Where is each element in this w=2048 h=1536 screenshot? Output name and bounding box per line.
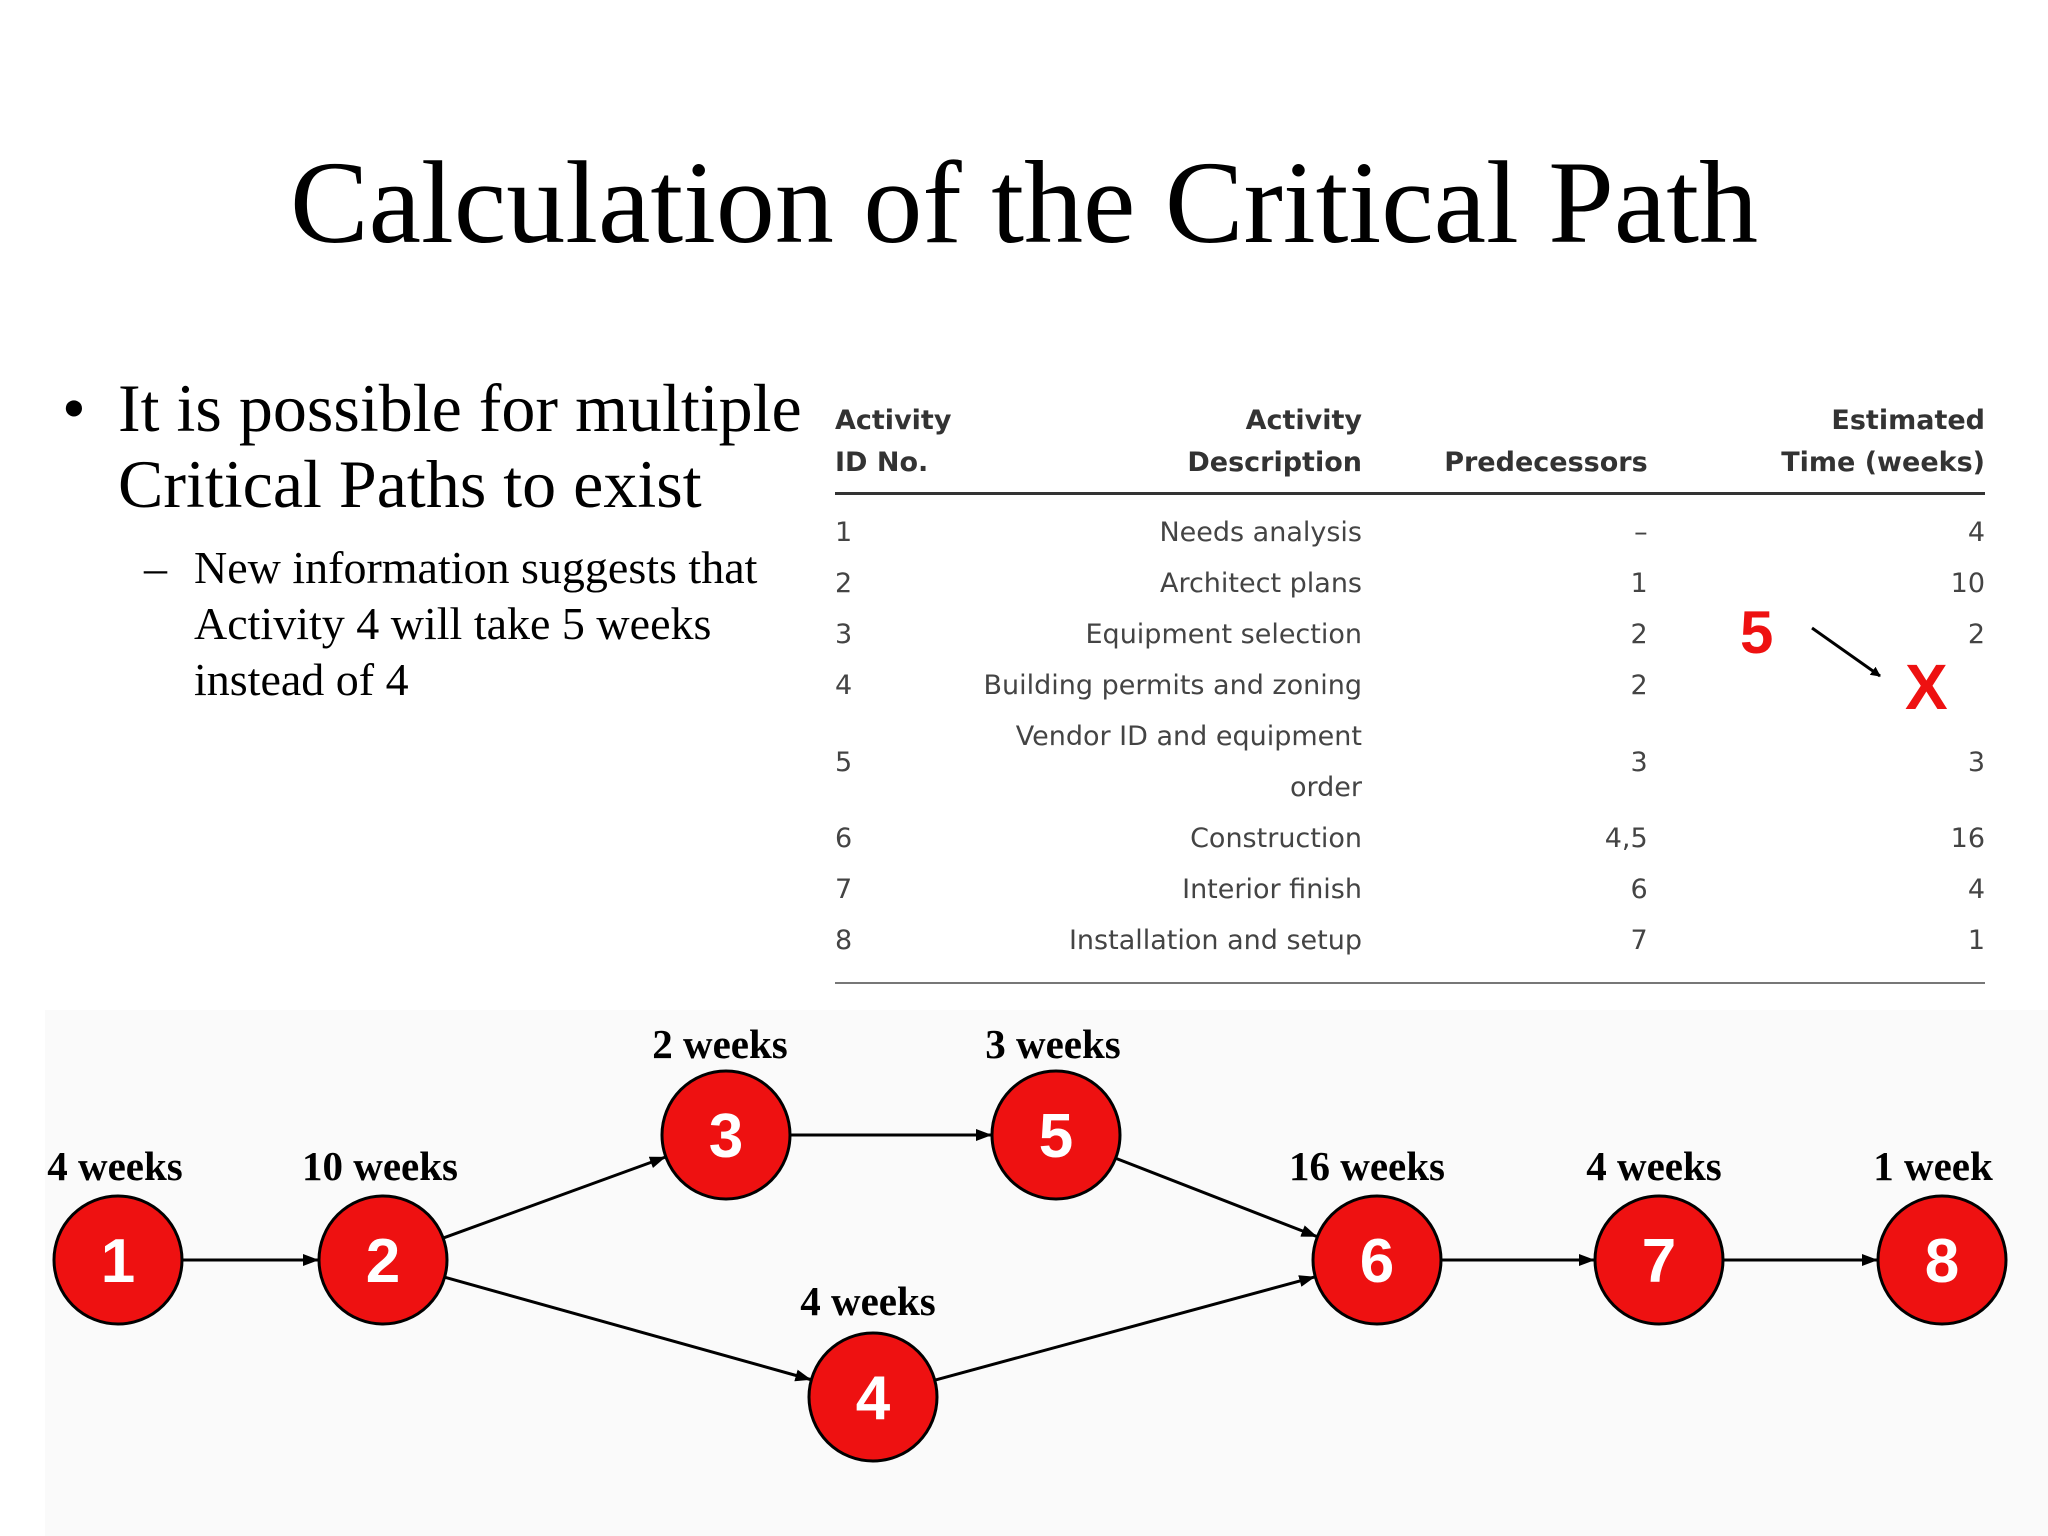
activity-node-label: 5 (1039, 1102, 1073, 1171)
sub-bullet-text: New information suggests that Activity 4… (194, 542, 758, 705)
edge-2-to-3 (442, 1155, 666, 1240)
cell-description: Equipment selection (1085, 619, 1363, 650)
cell-predecessors: 2 (1630, 619, 1648, 650)
header-estimated-time: Estimated Time (weeks) (1781, 405, 1985, 478)
sub-bullet-item: – New information suggests that Activity… (144, 540, 842, 708)
activity-node-1 (52, 1194, 184, 1326)
table-row: 8 Installation and setup 7 1 (835, 915, 1985, 983)
cell-id: 3 (835, 619, 853, 650)
bullet-text: It is possible for multiple Critical Pat… (118, 370, 802, 522)
cell-id: 2 (835, 568, 853, 599)
bullet-block: • It is possible for multiple Critical P… (62, 370, 842, 708)
header-id: Activity ID No. (835, 405, 952, 478)
activity-node-label: 3 (709, 1102, 743, 1171)
bullet-dot: • (62, 370, 86, 446)
cell-time: 2 (1967, 619, 1985, 650)
cell-predecessors: 7 (1630, 925, 1648, 956)
table-row: 7 Interior finish 6 4 (835, 864, 1985, 915)
cell-predecessors: 3 (1630, 746, 1648, 778)
cell-time: 1 (1967, 925, 1985, 956)
activity-node-8 (1876, 1194, 2008, 1326)
table-row: 4 Building permits and zoning 2 (835, 660, 1985, 711)
activity-table-image: Activity ID No. Activity Description Pre… (835, 400, 1985, 985)
duration-label: 1 week (1873, 1143, 1993, 1189)
edge-4-to-6 (934, 1275, 1316, 1382)
duration-label: 3 weeks (985, 1021, 1121, 1067)
cell-description: Construction (1190, 823, 1362, 854)
activity-node-7 (1593, 1194, 1725, 1326)
cell-id: 8 (835, 925, 853, 956)
activity-node-label: 8 (1925, 1227, 1959, 1296)
header-predecessors: Predecessors (1444, 447, 1648, 478)
cell-id: 6 (835, 823, 853, 854)
cell-description: Needs analysis (1159, 517, 1362, 548)
cell-id: 1 (835, 517, 853, 548)
cell-description: Vendor ID and equipment order (1015, 721, 1362, 803)
duration-label: 4 weeks (800, 1278, 936, 1324)
duration-label: 10 weeks (302, 1143, 458, 1189)
annotation-cross: X (1905, 651, 1948, 723)
cell-id: 5 (835, 746, 853, 778)
network-nodes: 1 4 weeks 2 10 weeks 3 2 weeks 4 4 weeks 5 3 week… (47, 1021, 2008, 1463)
cell-description: Building permits and zoning (983, 670, 1362, 701)
activity-node-5 (990, 1069, 1122, 1201)
activity-node-6 (1311, 1194, 1443, 1326)
network-edges (182, 1129, 1878, 1382)
activity-node-2 (317, 1194, 449, 1326)
table-row: 1 Needs analysis – 4 (835, 494, 1985, 559)
edge-2-to-4 (444, 1275, 812, 1382)
activity-table: Activity ID No. Activity Description Pre… (835, 400, 1985, 985)
slide-title: Calculation of the Critical Path (289, 137, 1759, 268)
activity-node-label: 1 (101, 1227, 135, 1296)
cell-time: 10 (1950, 568, 1985, 599)
duration-label: 16 weeks (1289, 1143, 1445, 1189)
cell-predecessors: 1 (1630, 568, 1648, 599)
duration-label: 2 weeks (652, 1021, 788, 1067)
edge-5-to-6 (1115, 1156, 1318, 1238)
duration-label: 4 weeks (47, 1143, 183, 1189)
cell-description: Interior finish (1182, 874, 1362, 905)
annotation-new-value: 5 (1740, 599, 1774, 666)
activity-node-4 (807, 1331, 939, 1463)
activity-node-label: 4 (856, 1364, 891, 1433)
cell-time: 4 (1967, 517, 1985, 548)
cell-predecessors: 2 (1630, 670, 1648, 701)
duration-label: 4 weeks (1586, 1143, 1722, 1189)
table-row: 6 Construction 4,5 16 (835, 813, 1985, 864)
cell-time: 4 (1967, 874, 1985, 905)
table-row: 3 Equipment selection 2 2 (835, 609, 1985, 660)
cell-id: 4 (835, 670, 853, 701)
cell-id: 7 (835, 874, 853, 905)
cell-description: Installation and setup (1068, 925, 1362, 956)
table-row: 2 Architect plans 1 10 (835, 558, 1985, 609)
activity-node-3 (660, 1069, 792, 1201)
cell-predecessors: 4,5 (1604, 823, 1648, 854)
cell-time: 3 (1967, 746, 1985, 778)
table-header-row: Activity ID No. Activity Description Pre… (835, 400, 1985, 494)
table-body: 1 Needs analysis – 4 2 Architect plans 1 10 3 Equ… (835, 494, 1985, 984)
activity-node-label: 2 (366, 1227, 400, 1296)
bullet-item: • It is possible for multiple Critical P… (62, 370, 842, 522)
activity-node-label: 6 (1360, 1227, 1394, 1296)
activity-node-label: 7 (1642, 1227, 1676, 1296)
table-row: 5 Vendor ID and equipment order 3 3 (835, 711, 1985, 813)
header-description: Activity Description (1187, 405, 1362, 478)
cell-time: 16 (1950, 823, 1985, 854)
sub-bullet-dash: – (144, 542, 167, 593)
cell-description: Architect plans (1159, 568, 1362, 599)
cell-predecessors: 6 (1630, 874, 1648, 905)
cell-predecessors: – (1634, 517, 1648, 548)
